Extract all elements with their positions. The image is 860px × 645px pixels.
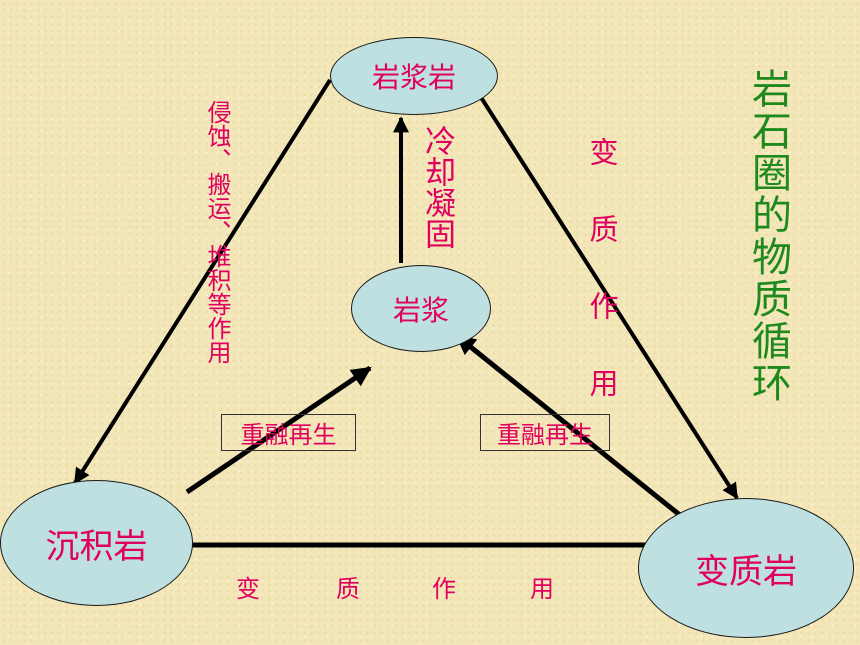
remelt-left-box: 重融再生 — [221, 414, 356, 451]
metamorphic-rock-label: 变质岩 — [695, 551, 797, 592]
remelt-right-label: 重融再生 — [497, 421, 593, 449]
sedimentary-rock-label: 沉积岩 — [45, 526, 148, 567]
magma-node: 岩浆 — [351, 265, 491, 352]
magma-label: 岩浆 — [392, 293, 449, 327]
remelt-left-label: 重融再生 — [240, 421, 337, 449]
cooling-label: 冷却凝固 — [419, 125, 455, 249]
metamorphism-bottom-char-2: 质 — [336, 575, 360, 603]
metamorphism-bottom-char-4: 用 — [530, 575, 554, 603]
magmatic-rock-label: 岩浆岩 — [371, 61, 456, 94]
metamorphism-bottom-char-1: 变 — [236, 575, 260, 603]
metamorphism-bottom-char-3: 作 — [432, 575, 456, 603]
diagram-title: 岩石圈的物质循环 — [745, 68, 791, 404]
arrow-sedimentary-to-magma — [185, 365, 372, 495]
metamorphism-right-label: 变质作用 — [585, 137, 619, 445]
arrow-metamorphic-to-magma — [455, 334, 688, 522]
sedimentary-rock-node: 沉积岩 — [0, 480, 193, 606]
arrow-magmatic-to-sedimentary — [73, 78, 332, 485]
metamorphic-rock-node: 变质岩 — [638, 498, 854, 638]
arrow-magmatic-to-metamorphic — [473, 86, 739, 500]
magmatic-rock-node: 岩浆岩 — [330, 37, 498, 115]
remelt-right-box: 重融再生 — [480, 414, 610, 451]
erosion-label: 侵蚀、搬运、堆积等作用 — [203, 100, 231, 364]
